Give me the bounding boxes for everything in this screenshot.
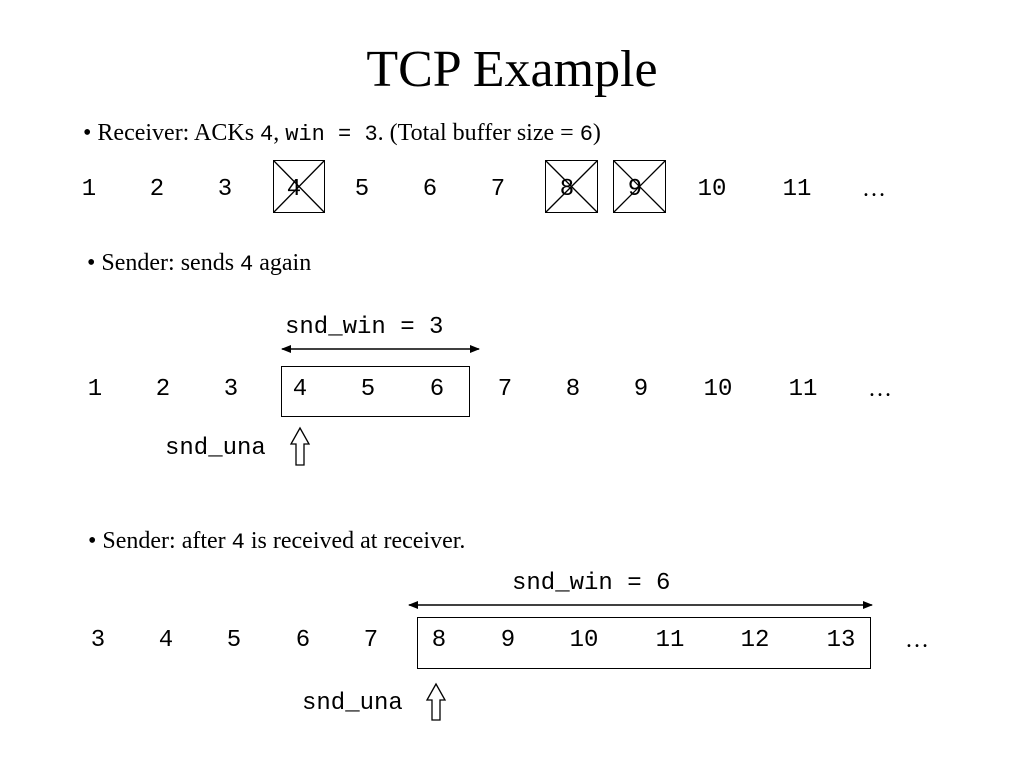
received-box-4 [273, 160, 325, 213]
resend-seq-1: 1 [87, 376, 103, 403]
after-bullet-suffix: is received at receiver. [244, 528, 466, 554]
after-seq-5: 5 [226, 627, 242, 654]
after-seq-7: 7 [363, 627, 379, 654]
after-seq-8: 8 [431, 627, 447, 654]
received-cross-8 [545, 160, 598, 213]
receiver-seq-9: 9 [627, 176, 643, 203]
receiver-seq-1: 1 [81, 176, 97, 203]
receiver-bullet-suffix: ) [592, 120, 601, 146]
receiver-comma: , [273, 120, 286, 146]
receiver-bullet-mid: . (Total buffer size = [377, 120, 580, 146]
after-pointer-arrow-icon [425, 682, 447, 721]
receiver-bullet-prefix: • Receiver: ACKs [83, 120, 261, 146]
received-box-9 [613, 160, 666, 213]
resend-seq-2: 2 [155, 376, 171, 403]
resend-seq-5: 5 [360, 376, 376, 403]
after-seq-10: 10 [569, 627, 599, 654]
after-bullet-prefix: • Sender: after [88, 528, 232, 554]
received-box-8 [545, 160, 598, 213]
resend-seq-ellipsis: … [868, 376, 892, 402]
receiver-seq-7: 7 [490, 176, 506, 203]
after-value: 4 [231, 530, 245, 555]
received-cross-9 [613, 160, 666, 213]
receiver-seq-10: 10 [697, 176, 727, 203]
after-seq-ellipsis: … [905, 627, 929, 653]
resend-seq-10: 10 [703, 376, 733, 403]
resend-value: 4 [240, 252, 254, 277]
receiver-seq-11: 11 [782, 176, 812, 203]
after-bullet: • Sender: after 4 is received at receive… [88, 528, 465, 555]
receiver-seq-8: 8 [559, 176, 575, 203]
receiver-bullet: • Receiver: ACKs 4, win = 3. (Total buff… [83, 120, 601, 147]
resend-seq-3: 3 [223, 376, 239, 403]
after-window-box [417, 617, 871, 669]
resend-seq-9: 9 [633, 376, 649, 403]
resend-bullet: • Sender: sends 4 again [87, 250, 311, 277]
resend-seq-4: 4 [292, 376, 308, 403]
resend-seq-7: 7 [497, 376, 513, 403]
after-seq-13: 13 [826, 627, 856, 654]
receiver-seq-3: 3 [217, 176, 233, 203]
received-cross-4 [273, 160, 325, 213]
receiver-seq-ellipsis: … [862, 176, 886, 202]
receiver-buffer-size: 6 [579, 122, 593, 147]
resend-pointer-label: snd_una [165, 435, 266, 462]
resend-seq-6: 6 [429, 376, 445, 403]
resend-bullet-prefix: • Sender: sends [87, 250, 241, 276]
resend-pointer-arrow-icon [289, 426, 311, 466]
after-seq-4: 4 [158, 627, 174, 654]
after-seq-9: 9 [500, 627, 516, 654]
receiver-seq-6: 6 [422, 176, 438, 203]
after-seq-11: 11 [655, 627, 685, 654]
slide-title: TCP Example [366, 41, 658, 98]
resend-bullet-suffix: again [253, 250, 312, 276]
after-window-label: snd_win = 6 [512, 570, 671, 597]
receiver-seq-5: 5 [354, 176, 370, 203]
receiver-win-text: win = 3 [285, 122, 378, 147]
resend-window-box [281, 366, 470, 417]
resend-seq-8: 8 [565, 376, 581, 403]
after-pointer-label: snd_una [302, 690, 403, 717]
after-seq-12: 12 [740, 627, 770, 654]
after-seq-6: 6 [295, 627, 311, 654]
receiver-seq-2: 2 [149, 176, 165, 203]
receiver-seq-4: 4 [286, 176, 302, 203]
resend-window-label: snd_win = 3 [285, 314, 444, 341]
receiver-ack-value: 4 [260, 122, 274, 147]
resend-seq-11: 11 [788, 376, 818, 403]
after-seq-3: 3 [90, 627, 106, 654]
